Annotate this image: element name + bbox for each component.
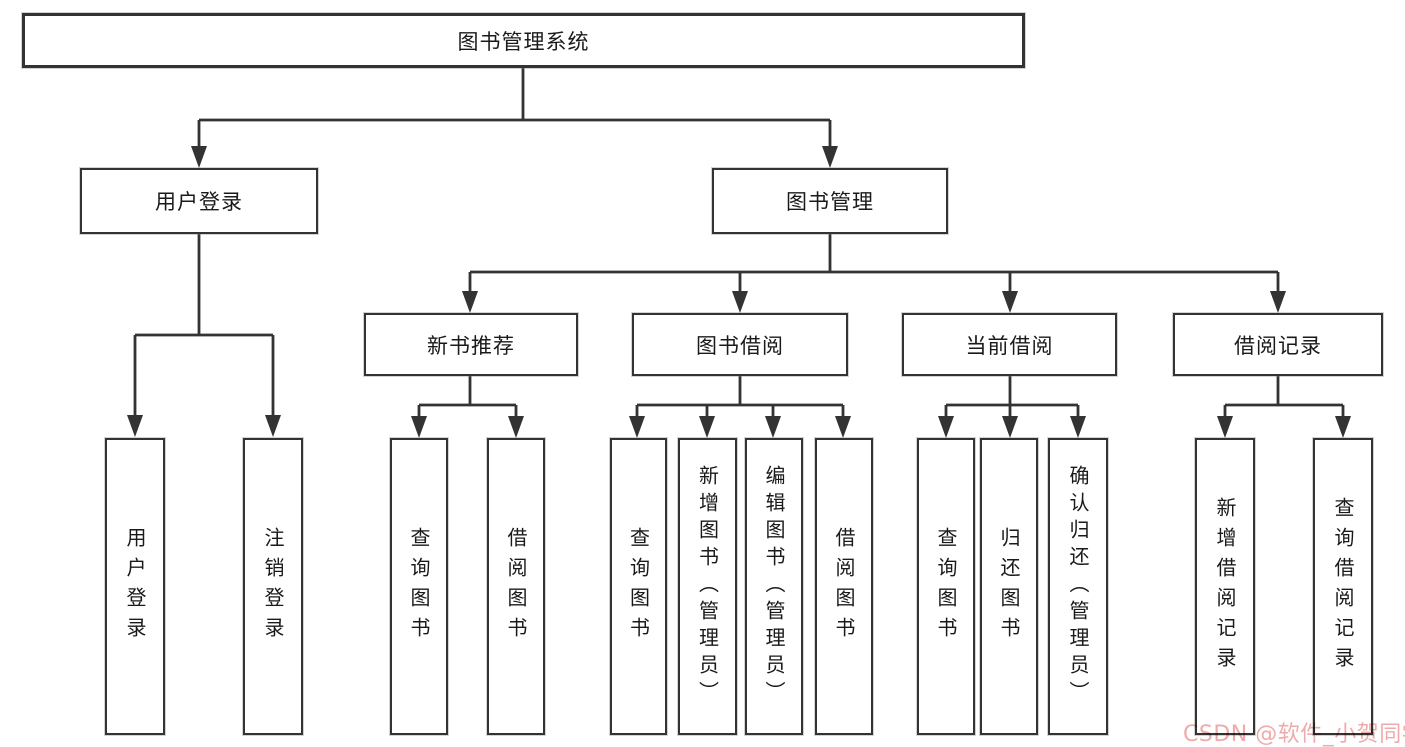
leaf-br-add-record: 新增借阅记录 bbox=[1195, 438, 1255, 735]
leaf-cb-return-books: 归还图书 bbox=[980, 438, 1038, 735]
node-book-borrowing: 图书借阅 bbox=[632, 313, 848, 376]
leaf-label: 借阅图书 bbox=[504, 526, 528, 647]
leaf-label: 新增图书（管理员） bbox=[695, 465, 720, 708]
leaf-cb-confirm-return-admin: 确认归还（管理员） bbox=[1048, 438, 1108, 735]
leaf-bb-borrow-books: 借阅图书 bbox=[815, 438, 873, 735]
leaf-bb-query-books: 查询图书 bbox=[610, 438, 667, 735]
leaf-label: 确认归还（管理员） bbox=[1066, 465, 1090, 708]
node-book-management: 图书管理 bbox=[712, 168, 948, 234]
leaf-nb-query-books: 查询图书 bbox=[390, 438, 448, 735]
node-library-system: 图书管理系统 bbox=[22, 13, 1025, 68]
leaf-label: 查询图书 bbox=[626, 526, 651, 647]
node-user-login: 用户登录 bbox=[80, 168, 318, 234]
leaf-label: 查询借阅记录 bbox=[1331, 496, 1355, 677]
leaf-label: 查询图书 bbox=[407, 526, 431, 647]
leaf-bb-add-book-admin: 新增图书（管理员） bbox=[678, 438, 737, 735]
leaf-user-login: 用户登录 bbox=[105, 438, 165, 735]
leaf-label: 归还图书 bbox=[997, 526, 1021, 647]
leaf-nb-borrow-books: 借阅图书 bbox=[487, 438, 545, 735]
leaf-bb-edit-book-admin: 编辑图书（管理员） bbox=[745, 438, 803, 735]
leaf-label: 编辑图书（管理员） bbox=[762, 465, 786, 708]
leaf-logout: 注销登录 bbox=[243, 438, 303, 735]
leaf-label: 查询图书 bbox=[934, 526, 958, 647]
leaf-label: 借阅图书 bbox=[832, 526, 856, 647]
leaf-cb-query-books: 查询图书 bbox=[917, 438, 975, 735]
leaf-label: 注销登录 bbox=[261, 526, 285, 647]
node-borrowing-records: 借阅记录 bbox=[1173, 313, 1383, 376]
leaf-br-query-record: 查询借阅记录 bbox=[1313, 438, 1373, 735]
node-new-book-recommendation: 新书推荐 bbox=[364, 313, 578, 376]
csdn-watermark: CSDN @软件_小贺同学 bbox=[1183, 722, 1405, 747]
leaf-label: 新增借阅记录 bbox=[1213, 496, 1237, 677]
leaf-label: 用户登录 bbox=[123, 526, 147, 647]
node-current-borrowing: 当前借阅 bbox=[902, 313, 1117, 376]
